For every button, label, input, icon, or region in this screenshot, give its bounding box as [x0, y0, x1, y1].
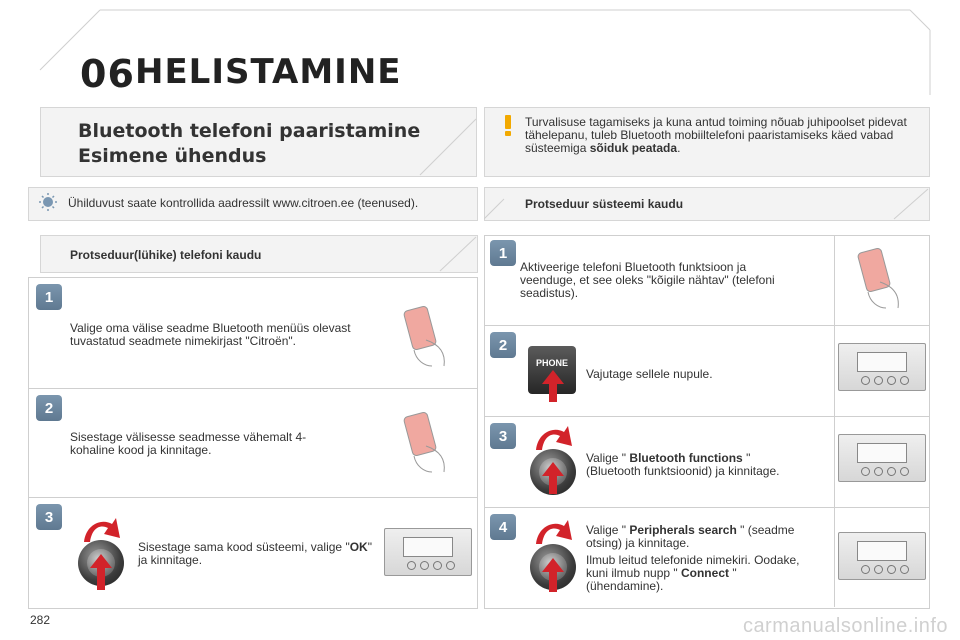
right-step-3-text: Valige " Bluetooth functions " (Bluetoot… — [586, 451, 780, 478]
section-title-line1: Bluetooth telefoni paaristamine — [78, 120, 421, 142]
lightbulb-icon — [38, 192, 58, 212]
footer — [0, 612, 960, 640]
press-arrow-icon — [542, 370, 564, 402]
left-step-2-text: Sisestage välisesse seadmesse vähemalt 4… — [70, 430, 307, 457]
warning-icon — [497, 113, 519, 137]
right-step-2-text: Vajutage sellele nupule. — [586, 367, 713, 381]
header-decor-lines — [39, 9, 931, 95]
right-divider-2 — [484, 416, 929, 417]
chapter-number: 06 — [80, 52, 135, 96]
left-step-1-text: Valige oma välise seadme Bluetooth menüü… — [70, 321, 351, 348]
rotate-arrow-icon — [84, 518, 120, 542]
page-number: 282 — [30, 613, 51, 627]
right-step-1-badge: 1 — [490, 240, 516, 266]
right-step-3-badge: 3 — [490, 423, 516, 449]
left-heading-panel — [40, 235, 478, 273]
left-heading-diagonal — [439, 236, 477, 272]
section-title-diagonal — [419, 118, 477, 176]
radio-unit-image — [838, 532, 926, 580]
right-step-4-badge: 4 — [490, 514, 516, 540]
right-vline — [834, 235, 835, 607]
rotate-arrow-icon — [536, 520, 572, 544]
tip-text: Ühilduvust saate kontrollida aadressilt … — [68, 196, 419, 210]
section-title-line2: Esimene ühendus — [78, 145, 267, 167]
section-title-panel — [40, 107, 477, 177]
right-step-2-badge: 2 — [490, 332, 516, 358]
right-heading-diagonal — [484, 188, 929, 220]
rotate-arrow-icon — [536, 426, 572, 450]
press-arrow-icon — [542, 558, 564, 592]
step-3-badge: 3 — [36, 504, 62, 530]
right-divider-1 — [484, 325, 929, 326]
right-heading-panel — [484, 187, 930, 221]
hand-phone-icon — [850, 242, 910, 312]
left-divider-2 — [28, 497, 477, 498]
left-column-heading: Protseduur(lühike) telefoni kaudu — [70, 248, 262, 262]
left-step-3-text: Sisestage sama kood süsteemi, valige "OK… — [138, 540, 372, 567]
tip-panel — [28, 187, 478, 221]
warning-text: Turvalisuse tagamiseks ja kuna antud toi… — [525, 115, 907, 155]
step-2-badge: 2 — [36, 395, 62, 421]
radio-unit-image — [384, 528, 472, 576]
press-arrow-icon — [90, 554, 112, 590]
radio-unit-image — [838, 434, 926, 482]
press-arrow-icon — [542, 462, 564, 494]
hand-phone-icon — [396, 300, 456, 370]
left-divider-1 — [28, 388, 477, 389]
hand-phone-icon — [396, 406, 456, 476]
right-divider-3 — [484, 507, 929, 508]
right-step-1-text: Aktiveerige telefoni Bluetooth funktsioo… — [520, 260, 775, 300]
right-column-heading: Protseduur süsteemi kaudu — [525, 197, 684, 211]
right-step-4-text: Valige " Peripherals search " (seadme ot… — [586, 523, 800, 593]
radio-unit-image — [838, 343, 926, 391]
watermark: carmanualsonline.info — [742, 615, 948, 637]
step-1-badge: 1 — [36, 284, 62, 310]
chapter-title: HELISTAMINE — [135, 52, 402, 92]
warning-panel — [484, 107, 930, 177]
